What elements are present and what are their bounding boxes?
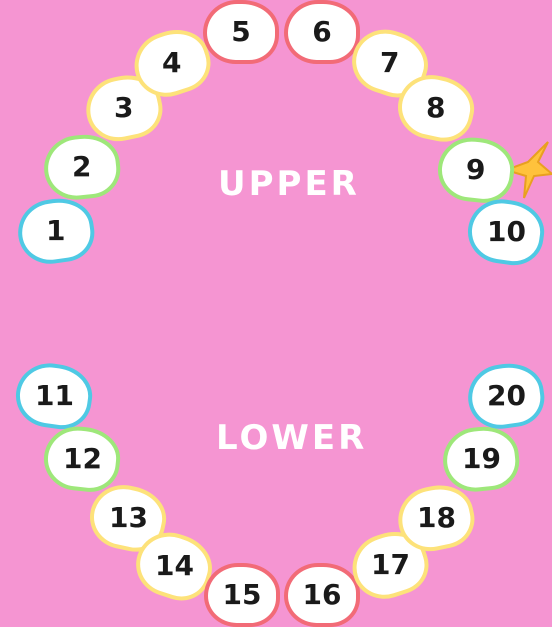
lower-jaw-label: LOWER [216,418,367,458]
upper-jaw-label: UPPER [218,164,360,204]
tooth-number: 17 [371,551,410,579]
tooth-number: 6 [312,18,331,46]
tooth-number: 18 [417,504,456,532]
tooth-number: 20 [487,382,526,410]
tooth-number: 8 [426,94,445,122]
tooth-number: 16 [303,581,342,609]
lower-tooth-11[interactable]: 11 [12,359,96,433]
upper-tooth-5[interactable]: 5 [203,0,279,64]
tooth-number: 15 [223,581,262,609]
lower-tooth-19[interactable]: 19 [440,423,522,495]
lower-tooth-20[interactable]: 20 [464,359,548,433]
tooth-number: 13 [109,504,148,532]
tooth-number: 3 [114,94,133,122]
upper-tooth-10[interactable]: 10 [464,195,548,269]
upper-tooth-6[interactable]: 6 [284,0,360,64]
lower-tooth-12[interactable]: 12 [41,423,123,495]
tooth-number: 4 [162,49,181,77]
tooth-number: 1 [46,217,65,245]
tooth-number: 2 [72,153,91,181]
upper-tooth-1[interactable]: 1 [14,194,98,268]
tooth-number: 7 [380,49,399,77]
tooth-number: 9 [466,156,485,184]
lower-tooth-16[interactable]: 16 [284,563,360,627]
tooth-number: 11 [35,382,74,410]
tooth-number: 5 [231,18,250,46]
tooth-number: 19 [462,445,501,473]
upper-tooth-2[interactable]: 2 [41,131,123,203]
tooth-number: 14 [155,552,194,580]
tooth-number: 10 [487,218,526,246]
tooth-number: 12 [63,445,102,473]
lower-tooth-15[interactable]: 15 [204,563,280,627]
